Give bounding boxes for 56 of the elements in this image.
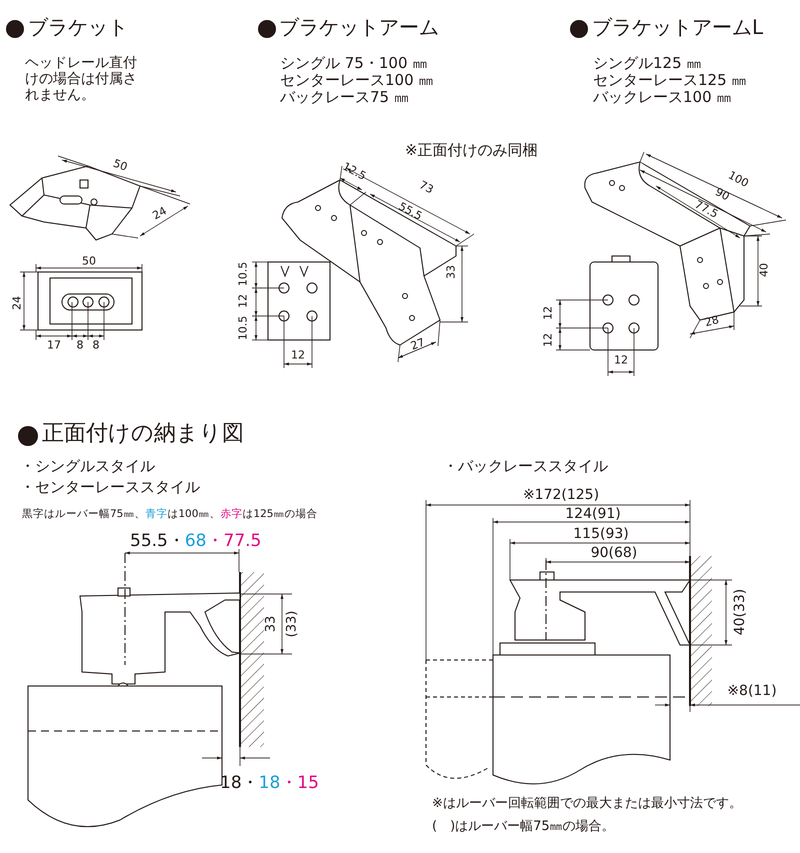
- description-text: ヘッドレール直付けの場合は付属されません。: [25, 55, 137, 104]
- style-heading: ・バックレーススタイル: [443, 458, 608, 476]
- legend-note-text: 赤字: [220, 507, 242, 521]
- dimension-value: 55.5: [396, 200, 424, 224]
- dimension-value: (33): [286, 610, 300, 638]
- dimension-value: 33: [446, 265, 458, 279]
- spec-text: バックレース75 ㎜: [280, 89, 409, 106]
- dimension-value: 17: [47, 340, 61, 352]
- style-heading: ・センターレーススタイル: [20, 479, 200, 496]
- spec-text: シングル125 ㎜: [593, 55, 702, 72]
- dimension-value: 33: [264, 616, 280, 632]
- dimension-value: 27: [409, 336, 427, 354]
- dimension-value: 40(33): [732, 588, 748, 636]
- dimension-value: 68: [184, 531, 206, 551]
- dimension-value: 55.5・: [130, 530, 185, 552]
- dimension-value: 12: [542, 333, 556, 347]
- dimension-value: 8: [76, 340, 84, 352]
- dimension-value: 40: [758, 263, 772, 277]
- note-text: ※正面付けのみ同梱: [405, 142, 538, 160]
- dimension-value: 12: [542, 306, 556, 320]
- dimension-value: 90(68): [590, 544, 638, 562]
- dimension-value: 50: [82, 256, 96, 268]
- section-heading: ブラケットアームL: [592, 16, 764, 39]
- style-heading: ・シングルスタイル: [20, 458, 155, 476]
- dimension-value: 18・: [220, 772, 259, 794]
- dimension-value: 12: [238, 294, 250, 308]
- spec-text: バックレース100 ㎜: [593, 89, 732, 106]
- spec-text: センターレース125 ㎜: [593, 72, 746, 90]
- section-heading: ブラケットアーム: [279, 16, 439, 39]
- spec-text: シングル 75・100 ㎜: [280, 55, 428, 72]
- dimension-value: 115(93): [573, 526, 629, 542]
- section-heading: 正面付けの納まり図: [42, 421, 244, 446]
- dimension-value: 12: [291, 350, 305, 362]
- dimension-value: 18: [258, 773, 280, 793]
- dimension-value: ・15: [280, 772, 319, 794]
- dimension-value: 10.5: [238, 262, 250, 286]
- dimension-value: 50: [111, 158, 129, 174]
- dimension-value: 124(91): [565, 506, 621, 522]
- dimension-value: 8: [92, 340, 100, 352]
- section-heading: ブラケット: [28, 16, 128, 39]
- legend-note-text: 黒字はルーバー幅75㎜、: [22, 507, 146, 521]
- note-text: ( )はルーバー幅75㎜の場合。: [432, 820, 615, 835]
- spec-text: センターレース100 ㎜: [280, 72, 434, 90]
- dimension-value: 12: [614, 354, 628, 368]
- dimension-value: 73: [416, 179, 436, 197]
- note-text: ※はルーバー回転範囲での最大または最小寸法です。: [432, 797, 742, 812]
- dimension-value: 24: [12, 296, 24, 310]
- legend-note-text: は125㎜の場合: [242, 507, 318, 521]
- legend-note-text: 青字: [145, 507, 168, 521]
- legend-note-text: は100㎜、: [167, 507, 220, 521]
- dimension-value: ・77.5: [206, 530, 262, 552]
- dimension-value: 24: [150, 205, 170, 223]
- dimension-value: 10.5: [238, 316, 250, 340]
- dimension-value: 12.5: [340, 160, 368, 184]
- dimension-value: ※172(125): [522, 486, 600, 504]
- dimension-value: ※8(11): [727, 682, 777, 700]
